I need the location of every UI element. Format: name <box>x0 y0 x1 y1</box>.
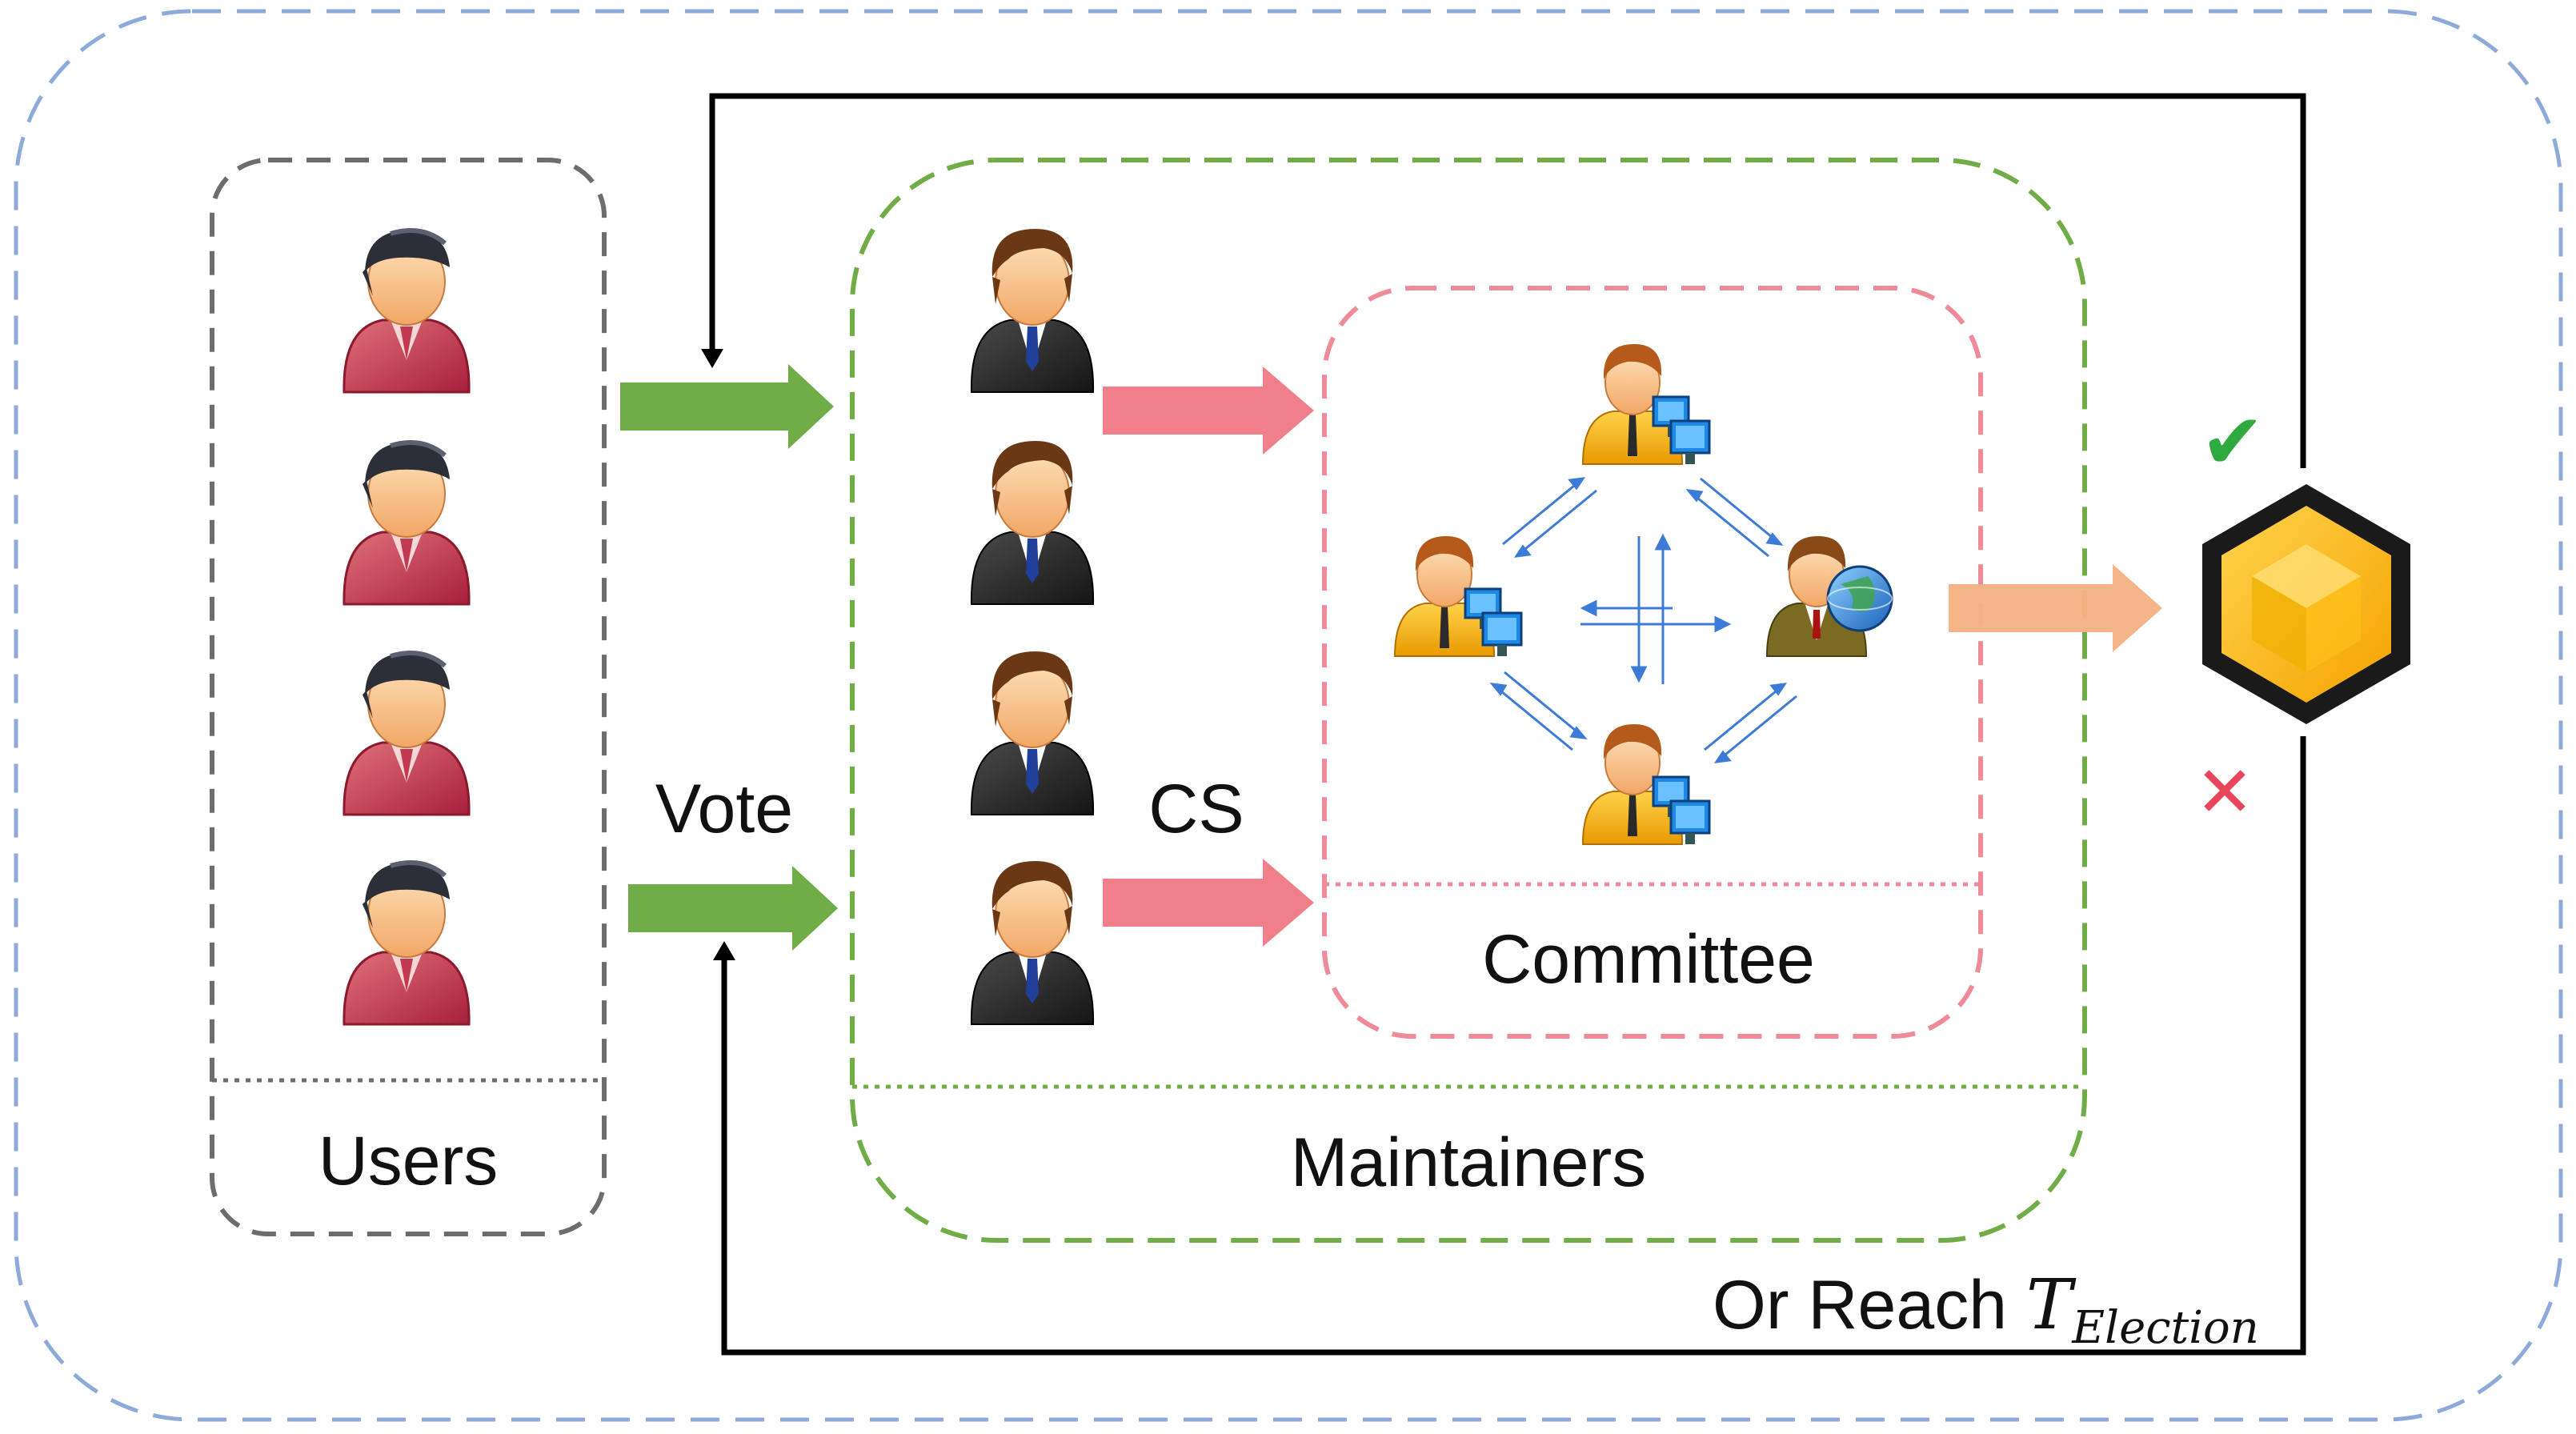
feedback-loop <box>709 93 2306 1356</box>
output-arrow <box>1949 564 2162 652</box>
users-label: Users <box>318 1123 499 1200</box>
users-box <box>210 158 607 1236</box>
vote-arrow-top <box>620 364 834 449</box>
committee-leader-icon <box>1765 535 1893 658</box>
cs-arrow-bottom <box>1103 859 1314 947</box>
user-icon <box>344 230 469 392</box>
user-icon <box>344 443 469 604</box>
committee-member-icon <box>1393 535 1523 658</box>
committee-communication-arrows <box>1489 477 1797 763</box>
cross-icon: ✕ <box>2195 751 2254 833</box>
maintainer-icon <box>970 228 1095 393</box>
maintainers-box <box>850 158 2087 1243</box>
user-icon <box>344 863 469 1024</box>
maintainer-icon <box>970 651 1095 815</box>
loop-bottom-arrowhead <box>713 941 735 960</box>
hexagon-block-icon <box>2202 484 2410 724</box>
check-icon: ✔ <box>2201 397 2265 487</box>
cs-arrow-top <box>1103 367 1314 455</box>
committee-member-icon <box>1581 342 1711 466</box>
committee-member-icon <box>1581 723 1711 846</box>
committee-label: Committee <box>1482 921 1815 998</box>
maintainers-label: Maintainers <box>1291 1124 1647 1201</box>
outer-region <box>14 9 2563 1422</box>
loop-top-line <box>709 93 2306 468</box>
maintainer-icon <box>970 440 1095 605</box>
maintainer-icon <box>970 860 1095 1025</box>
timeout-label: Or Reach TElection <box>1713 1265 2259 1354</box>
vote-arrow-bottom <box>628 866 838 951</box>
vote-label: Vote <box>655 771 793 847</box>
committee-box <box>1322 286 1983 1039</box>
user-icon <box>344 653 469 815</box>
loop-top-arrowhead <box>701 349 723 368</box>
cs-label: CS <box>1148 771 1244 847</box>
loop-bottom-line <box>721 736 2306 1356</box>
